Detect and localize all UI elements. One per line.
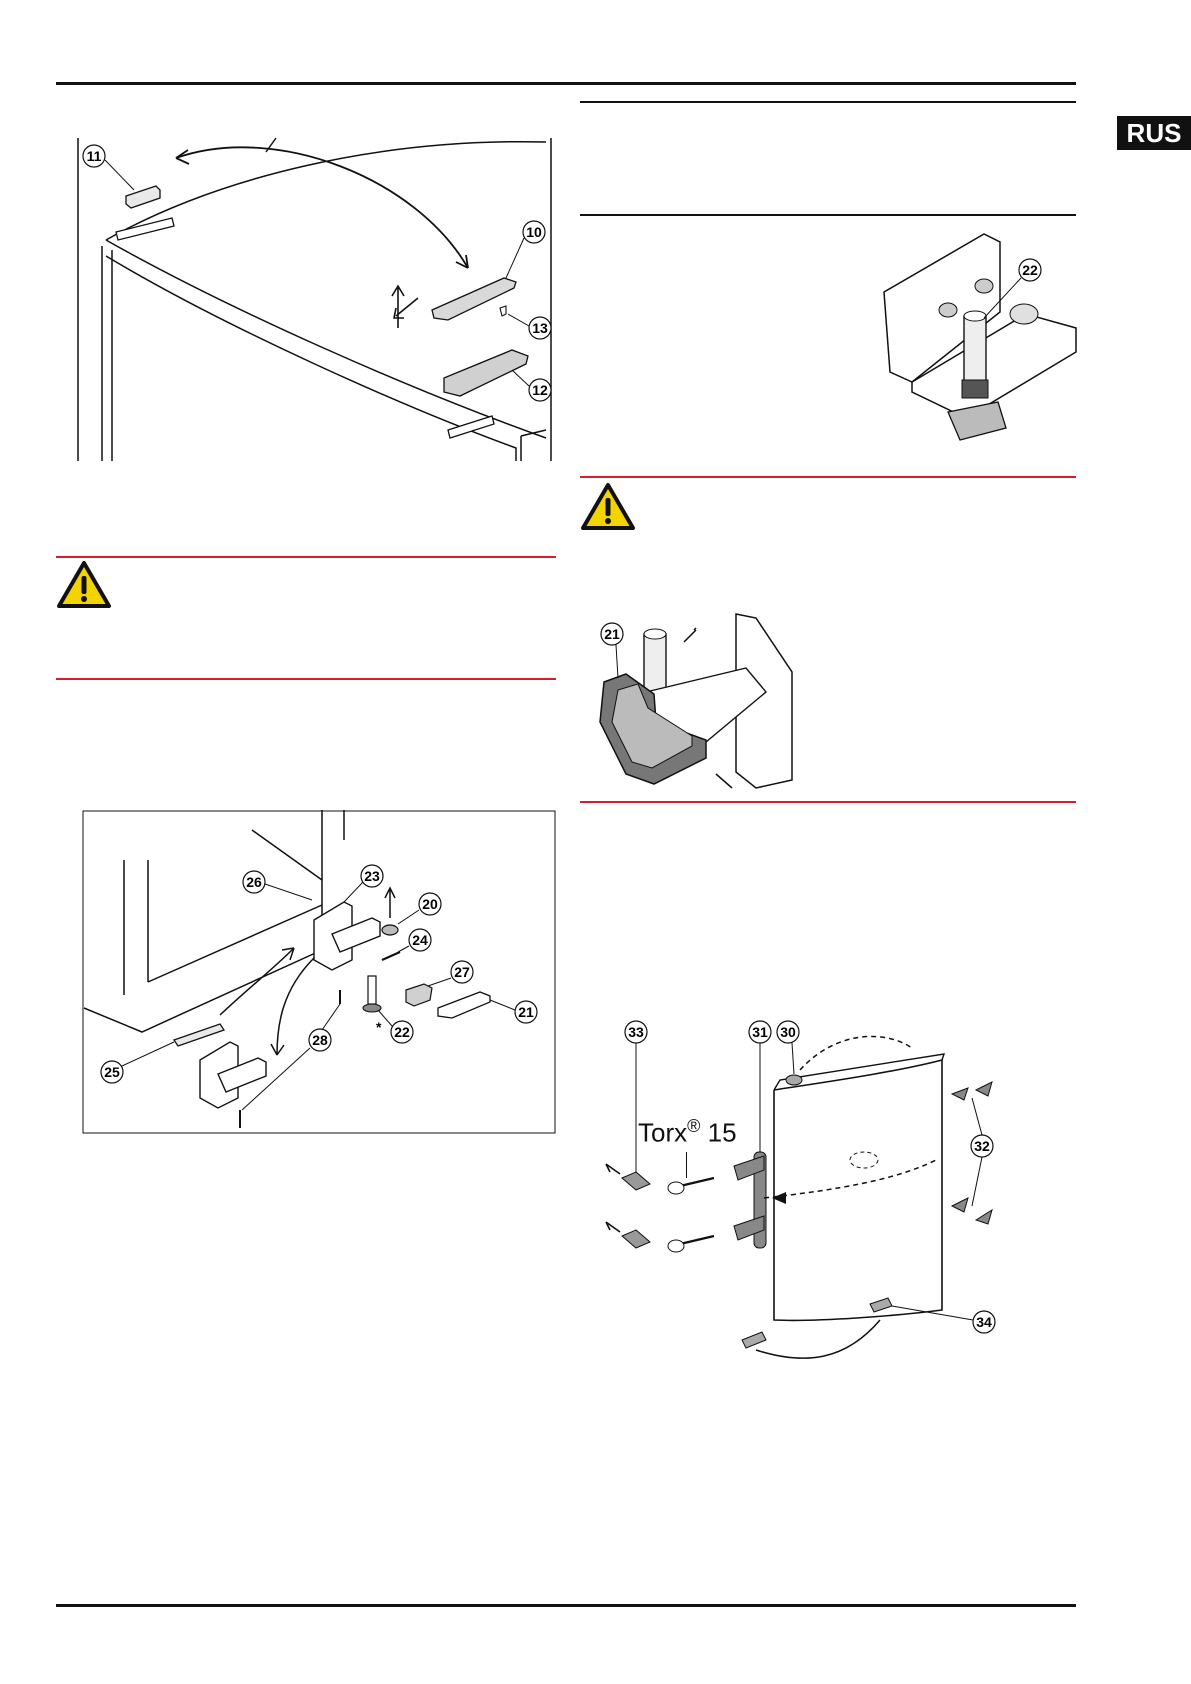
warning-rule-right-top	[580, 476, 1076, 478]
callout-label: 26	[246, 874, 262, 890]
callout-label: 13	[532, 320, 548, 336]
callout-label: 21	[604, 626, 620, 642]
callout-label: 24	[412, 932, 428, 948]
callout-label: 25	[104, 1064, 120, 1080]
warning-icon	[57, 561, 111, 608]
figure-callouts: 22	[983, 258, 1042, 319]
figure-hinge-pin: 22	[883, 233, 1077, 441]
right-section-rule-1	[580, 101, 1076, 103]
language-badge: RUS	[1117, 116, 1191, 150]
callout-label: 28	[312, 1032, 328, 1048]
torx-leader	[686, 1152, 687, 1178]
torx-label: Torx® 15	[638, 1116, 737, 1149]
callout-label: 11	[87, 148, 102, 164]
warning-icon	[581, 483, 635, 530]
figure-callouts: 33 31 30 32 34	[624, 1020, 996, 1334]
torx-size: 15	[707, 1117, 737, 1148]
figure-top-cover: 11 10 13 12	[77, 137, 552, 461]
cover-part-11	[125, 185, 161, 209]
callout-label: 34	[976, 1314, 992, 1330]
callout-label: 31	[752, 1024, 768, 1040]
callout-label: 30	[780, 1024, 796, 1040]
bottom-rule	[56, 1604, 1076, 1607]
star-mark: *	[376, 1019, 382, 1035]
figure-door-handle: 33 31 30 32 34	[605, 1020, 996, 1359]
warning-rule-left-bottom	[56, 678, 556, 680]
callout-label: 21	[518, 1004, 534, 1020]
cover-part-10	[431, 277, 517, 321]
cover-part-12	[443, 349, 529, 397]
callout-label: 22	[1022, 262, 1038, 278]
callout-label: 23	[364, 868, 380, 884]
top-rule	[56, 82, 1076, 85]
callout-label: 12	[532, 382, 548, 398]
callout-label: 33	[628, 1024, 644, 1040]
callout-label: 27	[454, 964, 470, 980]
hinge-cover-21	[437, 991, 491, 1019]
torx-registered-mark: ®	[687, 1116, 701, 1136]
figure-callouts: 11 10 13 12	[82, 144, 552, 402]
callout-label: 32	[974, 1138, 990, 1154]
figure-hinge-cover: 21	[599, 613, 793, 789]
figure-callouts: 26 23 20 24 27 21 25 28 22 *	[100, 864, 538, 1111]
right-section-rule-2	[580, 214, 1076, 216]
torx-text: Torx	[638, 1117, 688, 1148]
callout-label: 10	[526, 224, 542, 240]
warning-rule-left-top	[56, 556, 556, 558]
callout-label: 20	[422, 896, 438, 912]
figure-callouts: 21	[600, 622, 624, 679]
door-panel	[773, 1058, 943, 1322]
callout-label: 22	[394, 1024, 410, 1040]
warning-rule-right-bottom	[580, 801, 1076, 803]
figure-hinge-disassembly: 26 23 20 24 27 21 25 28 22 *	[82, 810, 556, 1134]
